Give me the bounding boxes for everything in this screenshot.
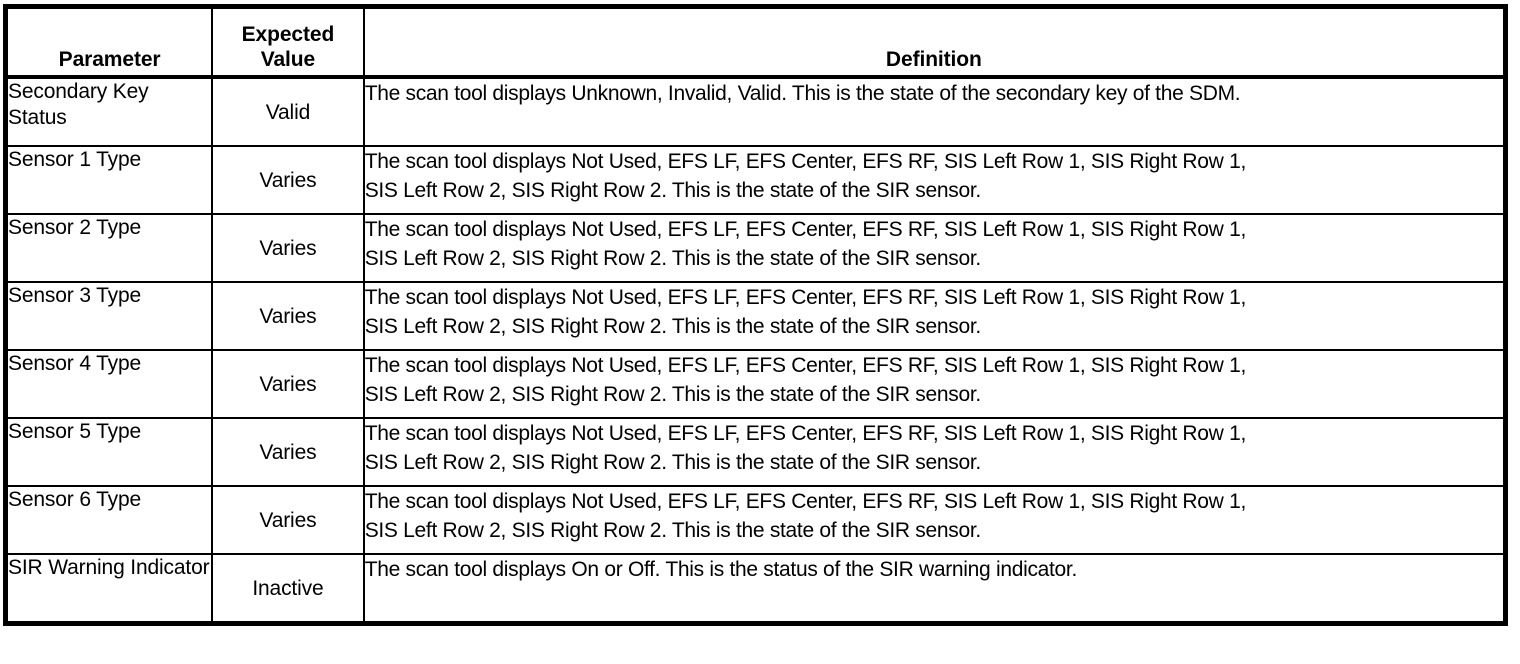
table-row: Sensor 5 Type Varies The scan tool displ… [5,418,1506,487]
table-row: Secondary Key Status Valid The scan tool… [5,77,1506,147]
column-header-expected-value-label-line2: Value [260,48,316,71]
cell-parameter: Sensor 6 Type [5,486,214,555]
cell-expected-value: Varies [212,146,365,215]
cell-parameter: Sensor 2 Type [5,214,214,283]
definition-line1: The scan tool displays Unknown, Invalid,… [364,82,1241,105]
cell-expected-value: Varies [212,486,365,555]
parameter-label-line1: Sensor 6 Type [8,488,142,511]
cell-expected-value: Varies [212,350,365,419]
cell-expected-value: Inactive [212,554,365,624]
cell-expected-value: Varies [212,282,365,351]
cell-definition: The scan tool displays Not Used, EFS LF,… [363,214,1506,283]
expected-value-text: Inactive [252,577,324,600]
cell-parameter: Sensor 1 Type [5,146,214,215]
definition-line2: SIS Left Row 2, SIS Right Row 2. This is… [364,247,982,270]
expected-value-text: Varies [259,509,317,532]
column-header-parameter-label: Parameter [58,48,161,71]
expected-value-text: Varies [259,305,317,328]
definition-line2: SIS Left Row 2, SIS Right Row 2. This is… [364,519,982,542]
table-row: Sensor 6 Type Varies The scan tool displ… [5,486,1506,555]
table-row: Sensor 4 Type Varies The scan tool displ… [5,350,1506,419]
cell-parameter: Sensor 3 Type [5,282,214,351]
column-header-parameter: Parameter [5,6,214,79]
cell-parameter: Secondary Key Status [5,77,214,147]
cell-definition: The scan tool displays Not Used, EFS LF,… [363,146,1506,215]
definition-line1: The scan tool displays Not Used, EFS LF,… [364,490,1247,513]
parameter-label-line1: Sensor 5 Type [8,420,142,443]
column-header-definition-label: Definition [885,48,982,71]
definition-line2: SIS Left Row 2, SIS Right Row 2. This is… [364,451,982,474]
definition-line2: SIS Left Row 2, SIS Right Row 2. This is… [364,179,982,202]
parameter-definition-table: Parameter Expected Value D [3,4,1508,626]
cell-definition: The scan tool displays Not Used, EFS LF,… [363,282,1506,351]
cell-definition: The scan tool displays Not Used, EFS LF,… [363,418,1506,487]
table-row: Sensor 1 Type Varies The scan tool displ… [5,146,1506,215]
cell-definition: The scan tool displays Not Used, EFS LF,… [363,350,1506,419]
cell-parameter: Sensor 4 Type [5,350,214,419]
expected-value-text: Varies [259,169,317,192]
table-body: Secondary Key Status Valid The scan tool… [5,77,1506,624]
definition-line1: The scan tool displays Not Used, EFS LF,… [364,422,1247,445]
cell-definition: The scan tool displays Unknown, Invalid,… [363,77,1506,147]
cell-parameter: SIR Warning Indicator [5,554,214,624]
table-row: Sensor 3 Type Varies The scan tool displ… [5,282,1506,351]
definition-line1: The scan tool displays Not Used, EFS LF,… [364,218,1247,241]
definition-line2: SIS Left Row 2, SIS Right Row 2. This is… [364,315,982,338]
parameter-label-line2: Status [8,106,67,129]
column-header-expected-value: Expected Value [212,6,365,79]
definition-line2: SIS Left Row 2, SIS Right Row 2. This is… [364,383,982,406]
cell-expected-value: Varies [212,214,365,283]
column-header-definition: Definition [363,6,1506,79]
definition-line1: The scan tool displays Not Used, EFS LF,… [364,354,1247,377]
cell-definition: The scan tool displays On or Off. This i… [363,554,1506,624]
parameter-label-line1: Sensor 4 Type [8,352,142,375]
table-row: Sensor 2 Type Varies The scan tool displ… [5,214,1506,283]
definition-line1: The scan tool displays Not Used, EFS LF,… [364,150,1247,173]
expected-value-text: Varies [259,441,317,464]
parameter-label-line1: Secondary Key [8,80,149,103]
expected-value-text: Varies [259,373,317,396]
header-row: Parameter Expected Value D [5,6,1506,79]
cell-definition: The scan tool displays Not Used, EFS LF,… [363,486,1506,555]
definition-line1: The scan tool displays On or Off. This i… [364,558,1078,581]
table-row: SIR Warning Indicator Inactive The scan … [5,554,1506,624]
parameter-label-line2: Indicator [130,556,210,579]
parameter-label-line1: Sensor 2 Type [8,216,142,239]
parameter-label-line1: SIR Warning [8,556,125,579]
table-header: Parameter Expected Value D [5,6,1506,79]
definition-line1: The scan tool displays Not Used, EFS LF,… [364,286,1247,309]
column-header-expected-value-label-line1: Expected [241,23,335,46]
parameter-label-line1: Sensor 1 Type [8,148,142,171]
cell-expected-value: Valid [212,77,365,147]
cell-expected-value: Varies [212,418,365,487]
parameter-label-line1: Sensor 3 Type [8,284,142,307]
expected-value-text: Varies [259,237,317,260]
expected-value-text: Valid [265,101,311,124]
cell-parameter: Sensor 5 Type [5,418,214,487]
